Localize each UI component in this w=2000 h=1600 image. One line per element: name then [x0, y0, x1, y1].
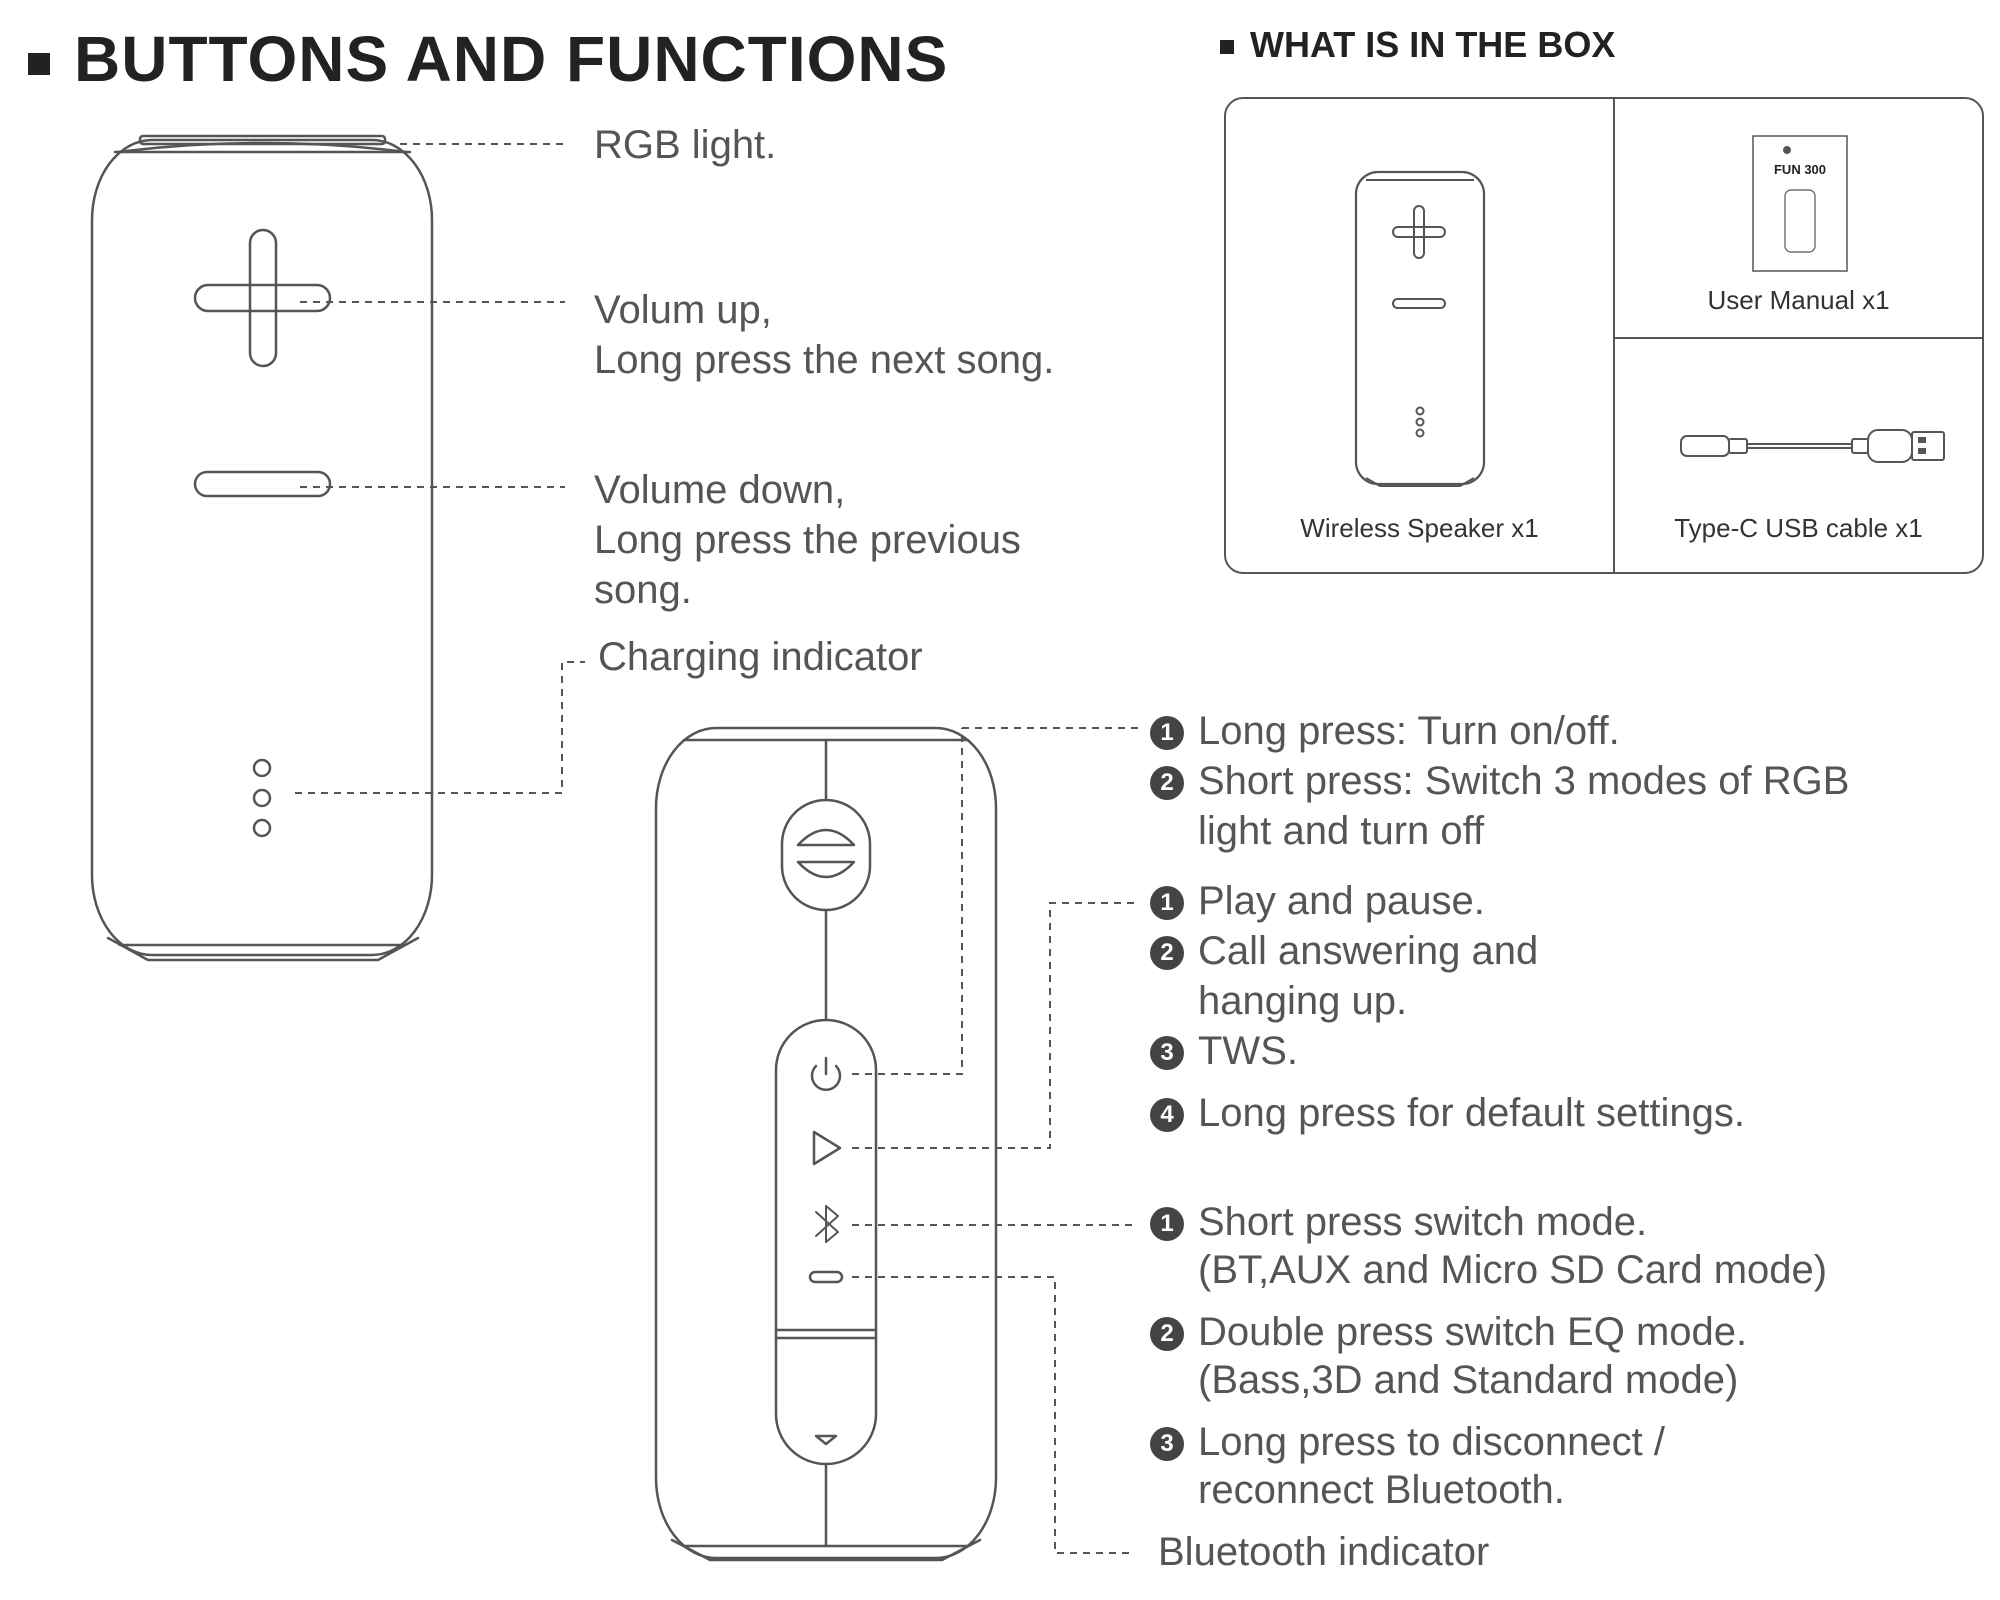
volume-up-label: Volum up, Long press the next song. — [594, 288, 1055, 382]
in-box-heading: WHAT IS IN THE BOX — [1220, 24, 1615, 66]
charging-indicator-label: Charging indicator — [598, 635, 923, 679]
box-speaker-caption: Wireless Speaker x1 — [1300, 513, 1539, 543]
buttons-functions-heading: BUTTONS AND FUNCTIONS — [28, 22, 948, 96]
play-icon — [812, 1130, 842, 1166]
bluetooth-indicator-icon — [808, 1270, 844, 1284]
box-manual-drawing — [1752, 135, 1848, 272]
manual-cover-title: FUN 300 — [1773, 162, 1827, 177]
bluetooth-indicator-label: Bluetooth indicator — [1158, 1530, 1490, 1574]
bluetooth-icon — [815, 1205, 839, 1243]
front-speaker-drawing — [90, 134, 434, 962]
front-minus-icon — [193, 470, 332, 498]
back-speaker-drawing — [654, 726, 998, 1562]
bullet-square-icon — [1220, 40, 1234, 55]
charging-indicator-icon — [252, 758, 272, 838]
box-speaker-drawing — [1354, 170, 1486, 487]
volume-down-label: Volume down, Long press the previous son… — [594, 468, 1021, 612]
usb-port-icon — [814, 1434, 838, 1446]
front-plus-icon — [193, 228, 332, 368]
box-cable-caption: Type-C USB cable x1 — [1674, 513, 1923, 543]
power-icon — [810, 1056, 842, 1092]
rgb-light-label: RGB light. — [594, 123, 777, 167]
rgb-button-icon — [780, 798, 872, 912]
box-cable-drawing — [1680, 429, 1945, 463]
bullet-square-icon — [28, 53, 50, 76]
leader-lines — [295, 143, 1138, 1554]
box-manual-caption: User Manual x1 — [1707, 285, 1890, 315]
in-box-panel — [1224, 97, 1984, 574]
